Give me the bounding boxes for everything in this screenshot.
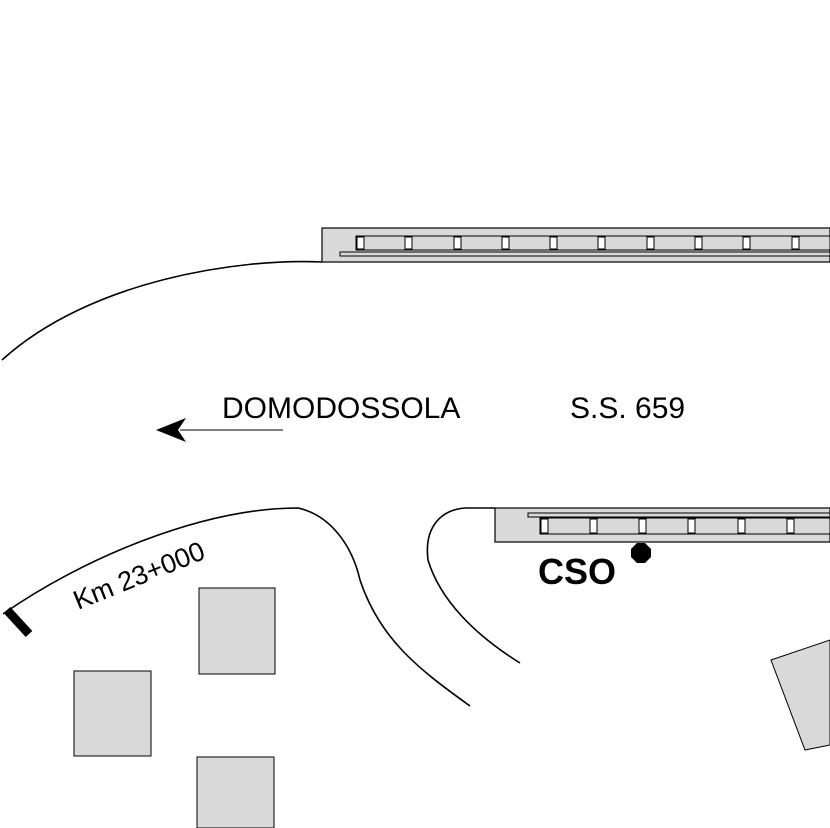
octagon-dot-icon: [631, 543, 651, 563]
buildings: [73, 587, 830, 828]
lower-gallery: [494, 507, 830, 543]
arrow-left-icon: [156, 418, 283, 442]
building: [73, 670, 152, 757]
road-edge-upper: [1, 260, 323, 361]
kilometer-label: Km 23+000: [69, 536, 209, 616]
direction-label: DOMODOSSOLA: [222, 392, 460, 425]
upper-gallery-pillars: [356, 236, 800, 250]
lower-gallery-pillars: [540, 518, 795, 534]
building: [196, 756, 275, 828]
road-edge-lower-left: [2, 507, 471, 707]
station-label: CSO: [538, 551, 616, 592]
tick-marker-icon: [3, 606, 33, 638]
building: [198, 587, 276, 675]
road-label: S.S. 659: [570, 392, 685, 425]
road-edges: [1, 260, 521, 707]
building: [770, 639, 830, 751]
road-edge-lower-right: [426, 507, 521, 664]
upper-gallery: [321, 227, 830, 263]
